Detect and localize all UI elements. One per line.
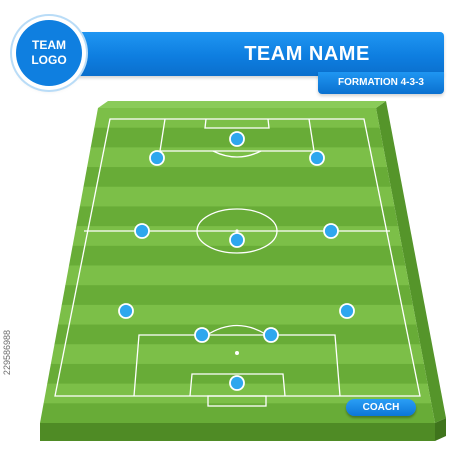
- bottom-goal-area: [189, 373, 286, 397]
- pitch-stripe: [40, 403, 435, 423]
- player-goalkeeper[interactable]: [229, 375, 245, 391]
- top-penalty-arc: [212, 150, 262, 158]
- bottom-goal: [207, 395, 267, 407]
- pitch-front-edge: [40, 423, 435, 441]
- team-logo-line2: LOGO: [31, 53, 67, 67]
- player-midfielder-right[interactable]: [323, 223, 339, 239]
- bottom-penalty-arc: [206, 324, 268, 336]
- pitch-stripe: [40, 108, 435, 129]
- player-defender-right[interactable]: [339, 303, 355, 319]
- top-goal-area: [204, 118, 270, 129]
- pitch-stripe: [40, 206, 435, 227]
- team-name-banner: TEAM NAME: [52, 32, 444, 76]
- formation-label[interactable]: FORMATION 4-3-3: [318, 72, 444, 94]
- player-defender-center-right[interactable]: [263, 327, 279, 343]
- pitch-top-edge: [98, 101, 386, 108]
- pitch-stripe: [40, 285, 435, 306]
- pitch-front-corner: [435, 418, 446, 441]
- player-forward-left[interactable]: [149, 150, 165, 166]
- player-midfielder-left[interactable]: [134, 223, 150, 239]
- player-midfielder-center[interactable]: [229, 232, 245, 248]
- pitch-stripe: [40, 304, 435, 326]
- coach-badge[interactable]: COACH: [346, 399, 416, 416]
- player-defender-left[interactable]: [118, 303, 134, 319]
- penalty-spot: [235, 351, 239, 355]
- player-forward-center[interactable]: [229, 131, 245, 147]
- team-logo[interactable]: TEAM LOGO: [16, 20, 82, 86]
- bottom-penalty-box: [133, 334, 341, 397]
- image-id-text: 229586988: [2, 330, 12, 376]
- pitch-stripe: [40, 383, 435, 404]
- centre-spot: [235, 229, 239, 233]
- player-defender-center-left[interactable]: [194, 327, 210, 343]
- centre-circle: [196, 208, 278, 254]
- pitch-stripe: [40, 245, 435, 266]
- player-forward-right[interactable]: [309, 150, 325, 166]
- pitch-stripe: [40, 186, 435, 207]
- players: [118, 131, 355, 391]
- touchline: [54, 118, 421, 397]
- team-name-text[interactable]: TEAM NAME: [244, 43, 370, 65]
- pitch-side-right: [376, 101, 446, 423]
- pitch-stripe: [40, 265, 435, 286]
- top-penalty-box: [159, 118, 315, 152]
- team-logo-line1: TEAM: [32, 38, 66, 52]
- pitch-stripe: [40, 344, 435, 365]
- pitch-stripe: [40, 167, 435, 188]
